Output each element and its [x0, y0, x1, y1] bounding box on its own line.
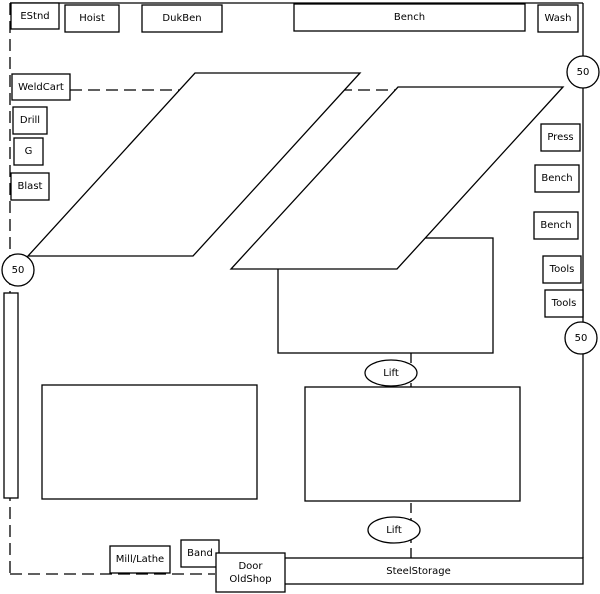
- weldcart-label: WeldCart: [18, 81, 64, 93]
- marker-left-label: 50: [11, 264, 25, 276]
- bench-right-2-box: [533, 211, 579, 240]
- lift-2-ellipse: [367, 516, 421, 544]
- tools-2-box: [544, 289, 584, 318]
- door-oldshop-box: [215, 552, 286, 593]
- dukben-label: DukBen: [162, 13, 202, 24]
- left-rail: [3, 292, 19, 499]
- steel-storage-label: SteelStorage: [386, 565, 451, 577]
- mill-lathe-box: [109, 545, 171, 574]
- parallelogram-left: [26, 72, 362, 257]
- tools-2-label: Tools: [551, 298, 577, 309]
- marker-top-right-circle: [566, 55, 600, 89]
- marker-left-circle: [1, 253, 35, 287]
- wash-box: [537, 4, 579, 33]
- wash-label: Wash: [544, 13, 572, 24]
- g-label: G: [24, 146, 33, 157]
- bench-top-box: [293, 3, 526, 32]
- estnd-label: EStnd: [20, 10, 50, 22]
- mill-lathe-label: Mill/Lathe: [115, 554, 165, 565]
- band-label: Band: [187, 548, 213, 559]
- parallelogram-right: [229, 86, 565, 270]
- blast-label: Blast: [17, 181, 43, 192]
- estnd-box: [10, 2, 60, 30]
- lift-2-label: Lift: [386, 524, 402, 536]
- tools-1-label: Tools: [549, 264, 575, 275]
- dukben-box: [141, 4, 223, 33]
- lift-1-ellipse: [364, 359, 418, 387]
- press-label: Press: [547, 132, 574, 143]
- g-box: [13, 137, 44, 166]
- hoist-label: Hoist: [79, 13, 105, 24]
- tools-1-box: [542, 255, 582, 284]
- marker-right-label: 50: [574, 332, 588, 344]
- blast-box: [10, 172, 50, 201]
- marker-top-right-label: 50: [576, 66, 590, 78]
- drill-label: Drill: [19, 115, 41, 126]
- drill-box: [12, 106, 48, 135]
- weldcart-box: [11, 73, 71, 101]
- bench-right-1-label: Bench: [541, 173, 573, 184]
- band-box: [180, 539, 220, 568]
- table-right-bottom: [304, 386, 521, 502]
- lift-1-label: Lift: [383, 367, 399, 379]
- hoist-box: [64, 4, 120, 33]
- table-left: [41, 384, 258, 500]
- bench-right-1-box: [534, 164, 580, 193]
- bench-right-2-label: Bench: [540, 220, 572, 231]
- bench-top-label: Bench: [393, 12, 426, 23]
- door-oldshop-label: Door OldShop: [229, 560, 272, 585]
- press-box: [540, 123, 581, 152]
- marker-right-circle: [564, 321, 598, 355]
- steel-storage-box: [265, 557, 584, 585]
